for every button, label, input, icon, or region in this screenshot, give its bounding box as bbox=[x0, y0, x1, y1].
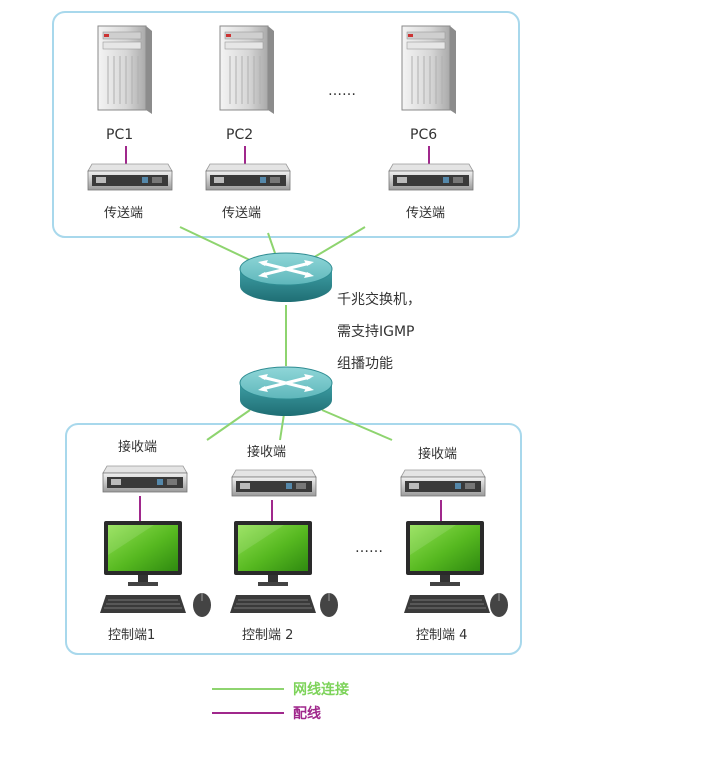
console-label-1: 控制端1 bbox=[108, 628, 155, 643]
pc-label-2: PC2 bbox=[226, 127, 253, 143]
pc-ellipsis: …… bbox=[328, 83, 356, 99]
pc-label-6: PC6 bbox=[410, 127, 437, 143]
console-label-2: 控制端 2 bbox=[242, 628, 293, 643]
monitor-2 bbox=[234, 521, 312, 586]
mouse-2 bbox=[320, 593, 338, 617]
sender-box-6 bbox=[388, 163, 474, 191]
sender-group-frame bbox=[52, 11, 520, 238]
network-links bbox=[179, 226, 393, 441]
receiver-group-frame bbox=[65, 423, 522, 655]
receiver-label-4: 接收端 bbox=[418, 446, 457, 462]
mouse-1 bbox=[193, 593, 211, 617]
receiver-box-2 bbox=[231, 469, 317, 497]
keyboard-4 bbox=[404, 595, 490, 613]
cable-links bbox=[125, 146, 442, 521]
console-label-4: 控制端 4 bbox=[416, 628, 467, 643]
receiver-label-1: 接收端 bbox=[118, 439, 157, 455]
pc-tower-6 bbox=[401, 25, 456, 114]
keyboard-1 bbox=[100, 595, 186, 613]
legend-network-label: 网线连接 bbox=[293, 681, 349, 698]
pc-label-1: PC1 bbox=[106, 127, 133, 143]
mouse-4 bbox=[490, 593, 508, 617]
switch-bottom-icon bbox=[239, 366, 333, 416]
receiver-box-1 bbox=[102, 465, 188, 493]
console-ellipsis: …… bbox=[355, 540, 383, 556]
sender-box-2 bbox=[205, 163, 291, 191]
sender-box-1 bbox=[87, 163, 173, 191]
switch-note-line1: 千兆交换机， bbox=[337, 291, 421, 308]
monitor-1 bbox=[104, 521, 182, 586]
sender-label-1: 传送端 bbox=[104, 206, 143, 221]
legend: 网线连接 配线 bbox=[212, 681, 349, 722]
switch-note-line3: 组播功能 bbox=[337, 356, 393, 372]
pc-tower-1 bbox=[97, 25, 152, 114]
receiver-label-2: 接收端 bbox=[247, 444, 286, 460]
receiver-box-4 bbox=[400, 469, 486, 497]
pc-tower-2 bbox=[219, 25, 274, 114]
legend-cable-label: 配线 bbox=[293, 705, 321, 722]
switch-top-icon bbox=[239, 252, 333, 302]
sender-label-2: 传送端 bbox=[222, 206, 261, 221]
monitor-4 bbox=[406, 521, 484, 586]
keyboard-2 bbox=[230, 595, 316, 613]
sender-label-6: 传送端 bbox=[406, 206, 445, 221]
switch-note-line2: 需支持IGMP bbox=[337, 324, 415, 340]
